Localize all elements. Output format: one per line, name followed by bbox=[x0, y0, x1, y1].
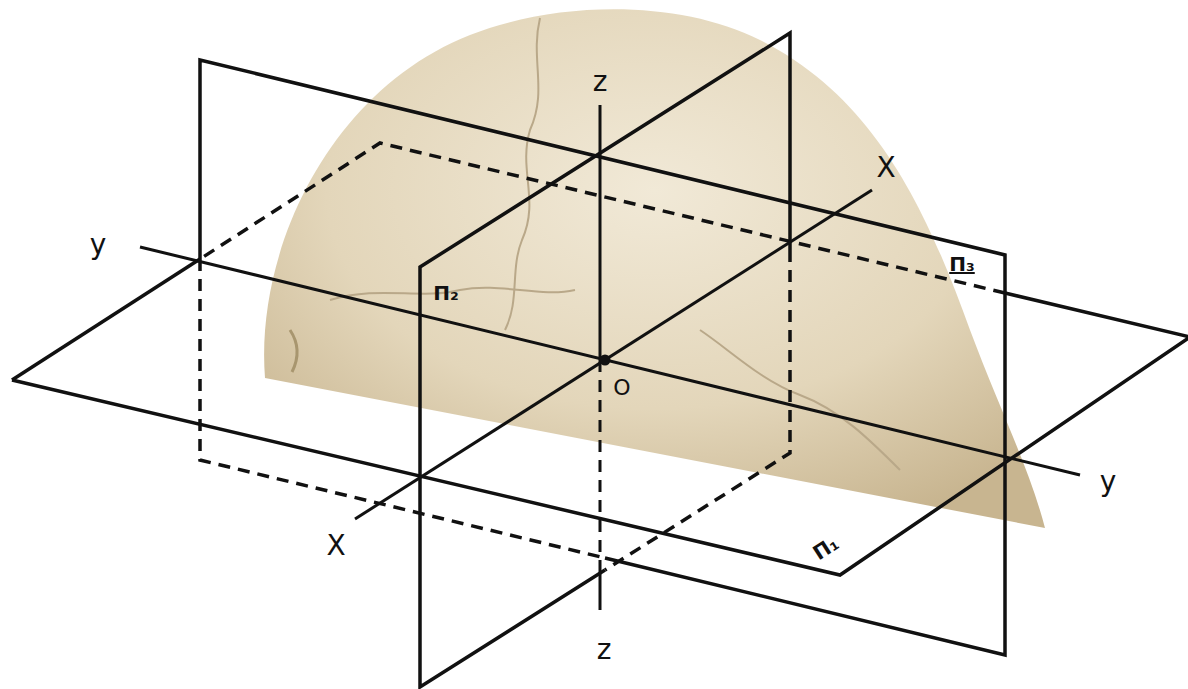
plane-outlines bbox=[12, 33, 1188, 687]
plane-label: П₂ bbox=[433, 283, 459, 303]
axis-label: y bbox=[1100, 468, 1117, 496]
skull-picture bbox=[264, 9, 1045, 528]
axis-label: y bbox=[90, 231, 107, 259]
z-axis-line bbox=[599, 570, 602, 610]
y-axis-line bbox=[140, 247, 1080, 475]
axis-label: X bbox=[326, 532, 345, 560]
x-axis-line bbox=[355, 190, 872, 519]
sagittal-plane-hidden-edge bbox=[200, 259, 605, 558]
skull-dome bbox=[264, 9, 1045, 528]
axis-label: z bbox=[593, 68, 608, 96]
axis-label: z bbox=[597, 636, 612, 664]
plane-label: П₃ bbox=[949, 254, 975, 274]
plane-label: П₁ bbox=[810, 533, 842, 564]
horizontal-plane-hidden-edge bbox=[200, 143, 1005, 293]
origin-dot bbox=[600, 355, 611, 366]
z-axis-line bbox=[599, 105, 602, 360]
origin-label: O bbox=[613, 377, 630, 399]
horizontal-plane-edge bbox=[12, 259, 200, 380]
skull-shadow bbox=[290, 330, 297, 372]
axes bbox=[140, 105, 1080, 610]
frontal-plane-hidden-edge bbox=[605, 250, 790, 570]
lambdoid-suture bbox=[700, 330, 900, 470]
z-axis-hidden-line bbox=[599, 360, 602, 570]
sagittal-plane-edge bbox=[200, 60, 1005, 655]
axis-label: X bbox=[876, 154, 895, 182]
